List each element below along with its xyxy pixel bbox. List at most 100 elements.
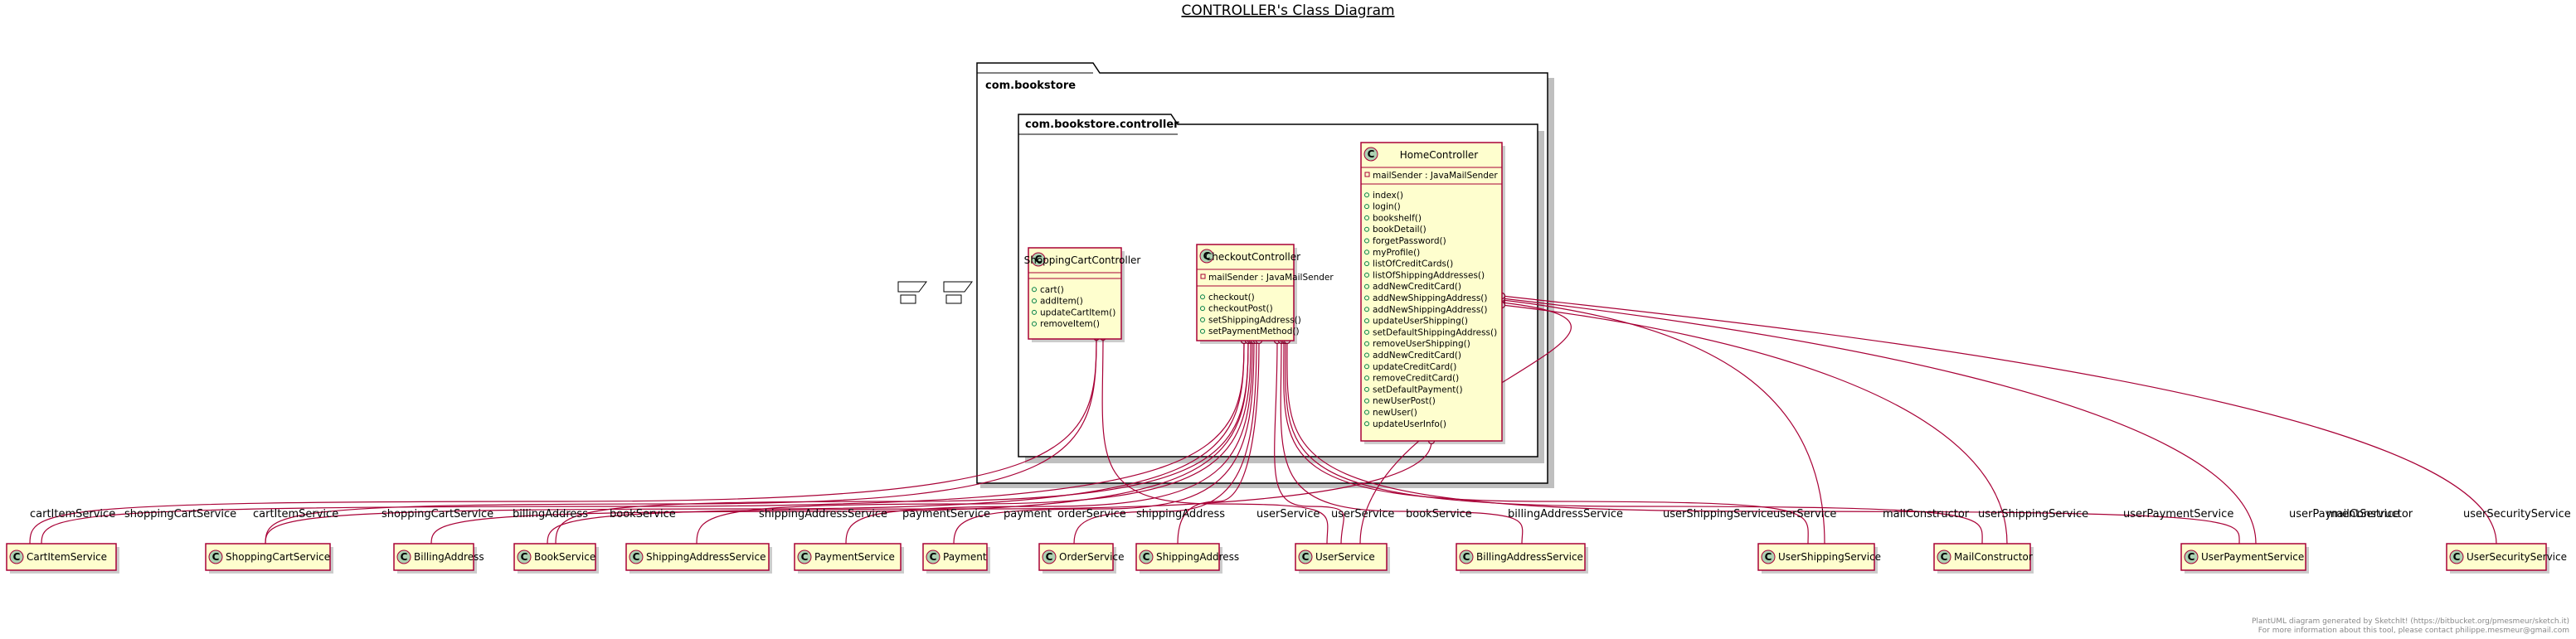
class-icon-letter: C <box>1765 551 1772 563</box>
class-name: BookService <box>534 551 595 563</box>
class-icon-letter: C <box>930 551 937 563</box>
footer-line-2: For more information about this tool, pl… <box>2258 627 2569 635</box>
class-icon <box>208 549 223 564</box>
public-method-marker <box>1364 386 1369 392</box>
method: setPaymentMethod() <box>1208 327 1300 336</box>
association-edges <box>29 292 2497 545</box>
class-icon <box>1363 147 1378 162</box>
method: updateCreditCard() <box>1373 362 1456 372</box>
association-label: cartItemService <box>253 508 338 520</box>
class-icon <box>926 549 940 564</box>
class-icon-letter: C <box>401 551 408 563</box>
public-method-marker <box>1032 287 1037 293</box>
association-edge <box>430 340 1249 545</box>
class-name: OrderService <box>1059 551 1124 563</box>
association-edge <box>1073 340 1257 545</box>
method: addNewCreditCard() <box>1373 282 1461 292</box>
class-name: HomeController <box>1400 149 1479 161</box>
association-edge <box>953 340 1255 545</box>
public-method-marker <box>1200 328 1205 334</box>
class-icon-letter: C <box>1035 254 1043 265</box>
method: listOfCreditCards() <box>1373 259 1453 269</box>
field: mailSender : JavaMailSender <box>1373 171 1498 181</box>
public-method-marker <box>1364 307 1369 312</box>
class-icon <box>1199 249 1214 264</box>
method: myProfile() <box>1373 248 1420 258</box>
class-billing-address: C BillingAddress <box>393 543 484 574</box>
public-method-marker <box>1364 215 1369 220</box>
association-edge <box>29 336 1097 545</box>
class-icon-letter: C <box>1143 551 1150 563</box>
class-icon <box>1042 549 1057 564</box>
class-icon-letter: C <box>2453 551 2461 563</box>
class-icon-letter: C <box>1368 148 1375 160</box>
association-label: mailConstructor <box>1883 508 1970 520</box>
public-method-marker <box>1364 204 1369 210</box>
private-field-marker <box>1200 274 1206 279</box>
public-method-marker <box>1364 341 1369 346</box>
class-name: Payment <box>943 551 987 563</box>
class-name: BillingAddressService <box>1476 551 1583 563</box>
association-label: billingAddress <box>513 508 588 520</box>
class-icon <box>1031 252 1046 267</box>
method: addNewShippingAddress() <box>1373 293 1487 303</box>
class-icon <box>1459 549 1474 564</box>
association-label: mailConstructor <box>2326 508 2413 520</box>
public-method-marker <box>1032 309 1037 315</box>
class-icon-letter: C <box>633 551 640 563</box>
association-label: shippingAddressService <box>759 508 887 520</box>
method: setDefaultPayment() <box>1373 385 1463 395</box>
class-name: UserShippingService <box>1778 551 1881 563</box>
association-edge <box>555 340 1249 545</box>
class-icon <box>9 549 24 564</box>
association-label: paymentService <box>902 508 990 520</box>
class-name: ShippingAddressService <box>646 551 766 563</box>
class-shipping-address-service: C ShippingAddressService <box>625 543 772 574</box>
method: newUserPost() <box>1373 396 1436 406</box>
method: updateUserShipping() <box>1373 317 1468 327</box>
class-icon <box>797 549 812 564</box>
association-edge <box>1280 340 1524 545</box>
field: mailSender : JavaMailSender <box>1208 273 1334 283</box>
class-name: ShoppingCartService <box>226 551 330 563</box>
class-icon-letter: C <box>1302 551 1310 563</box>
class-name: BillingAddress <box>414 551 484 563</box>
method: checkout() <box>1208 293 1255 303</box>
class-icon-letter: C <box>521 551 528 563</box>
public-method-marker <box>1364 192 1369 198</box>
method: updateUserInfo() <box>1373 419 1446 429</box>
method: index() <box>1373 191 1403 201</box>
method: addItem() <box>1040 297 1083 307</box>
class-icon <box>1761 549 1776 564</box>
association-label: userService <box>1773 508 1836 520</box>
association-label: payment <box>1004 508 1052 520</box>
class-name: UserService <box>1315 551 1375 563</box>
public-method-marker <box>1032 321 1037 327</box>
association-label: billingAddressService <box>1508 508 1623 520</box>
public-method-marker <box>1200 294 1205 300</box>
private-field-marker <box>1364 172 1370 177</box>
method: removeCreditCard() <box>1373 374 1459 384</box>
method: checkoutPost() <box>1208 304 1273 314</box>
association-label: bookService <box>1406 508 1472 520</box>
association-edge <box>1177 340 1260 545</box>
class-name: UserSecurityService <box>2467 551 2567 563</box>
association-edge <box>1285 340 1983 545</box>
public-method-marker <box>1364 329 1369 335</box>
association-edge <box>1274 340 1344 545</box>
public-method-marker <box>1200 317 1205 322</box>
class-icon <box>2449 549 2464 564</box>
class-icon <box>396 549 411 564</box>
class-icon-letter: C <box>801 551 809 563</box>
association-edge <box>1501 304 2008 545</box>
public-method-marker <box>1364 249 1369 255</box>
method: login() <box>1373 202 1401 212</box>
